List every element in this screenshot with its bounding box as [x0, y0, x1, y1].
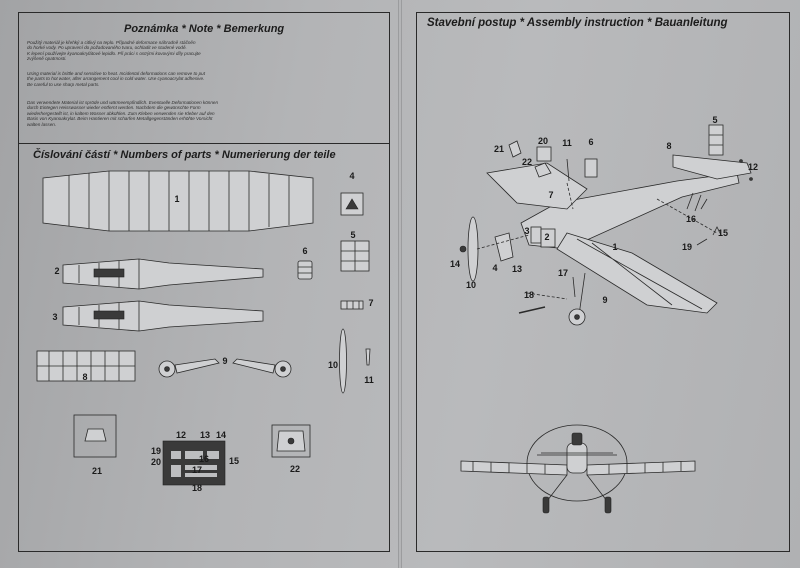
part-9-drawing: [158, 358, 292, 378]
assembly-label-12: 12: [747, 162, 759, 172]
assembly-label-5: 5: [712, 115, 718, 125]
assembly-label-20: 20: [537, 136, 549, 146]
parts-title: Číslování částí * Numbers of parts * Num…: [33, 149, 336, 161]
assembly-label-6: 6: [588, 137, 594, 147]
part-21-drawing: [73, 414, 117, 458]
paper-fold: [398, 0, 402, 568]
assembly-label-11: 11: [562, 138, 572, 148]
assembly-label-1: 1: [612, 242, 618, 252]
assembly-label-14: 14: [449, 259, 461, 269]
part-label-6: 6: [302, 246, 308, 256]
part-label-16: 16: [198, 454, 210, 464]
note-text-de: Das verwendete Material ist spröde und w…: [27, 100, 218, 127]
part-label-2: 2: [54, 266, 60, 276]
part-label-4: 4: [349, 171, 355, 181]
part-label-17: 17: [191, 465, 203, 475]
assembly-label-9: 9: [602, 295, 608, 305]
part-label-12: 12: [175, 430, 187, 440]
part-10-drawing: [339, 328, 347, 394]
part-4-drawing: [340, 192, 364, 216]
assembly-label-4: 4: [492, 263, 498, 273]
right-panel: Stavební postup * Assembly instruction *…: [416, 12, 790, 552]
part-label-18: 18: [191, 483, 203, 493]
part-1-wing-drawing: [42, 170, 314, 232]
assembly-label-16: 16: [685, 214, 697, 224]
part-label-20: 20: [150, 457, 162, 467]
assembly-label-10: 10: [465, 280, 477, 290]
assembly-label-15: 15: [717, 228, 729, 238]
assembly-label-3: 3: [524, 226, 530, 236]
part-label-5: 5: [350, 230, 356, 240]
part-3-fuselage-drawing: [62, 300, 264, 332]
assembly-label-2: 2: [544, 232, 550, 242]
assembly-drawing: [459, 124, 753, 514]
part-label-9: 9: [222, 356, 228, 366]
note-text-en: Using material is brittle and sensitive …: [27, 71, 205, 87]
assembly-label-18: 18: [523, 290, 535, 300]
part-label-13: 13: [199, 430, 211, 440]
exploded-aircraft: [459, 124, 753, 326]
left-panel: Poznámka * Note * Bemerkung Použitý mate…: [18, 12, 390, 552]
assembly-title: Stavební postup * Assembly instruction *…: [427, 17, 728, 29]
part-22-drawing: [271, 424, 311, 458]
assembly-label-22: 22: [521, 157, 533, 167]
part-label-7: 7: [368, 298, 374, 308]
part-8-drawing: [36, 350, 136, 382]
parts-drawings: [36, 170, 371, 486]
assembly-label-8: 8: [666, 141, 672, 151]
note-title: Poznámka * Note * Bemerkung: [124, 23, 285, 35]
part-label-3: 3: [52, 312, 58, 322]
part-7-drawing: [340, 300, 364, 310]
part-label-14: 14: [215, 430, 227, 440]
assembly-label-21: 21: [493, 144, 505, 154]
part-label-19: 19: [150, 446, 162, 456]
assembly-label-13: 13: [511, 264, 523, 274]
part-label-1: 1: [174, 194, 180, 204]
part-label-11: 11: [364, 375, 374, 385]
part-label-15: 15: [228, 456, 240, 466]
note-text-cz: Použitý materiál je křehký a citlivý na …: [27, 40, 201, 62]
part-5-drawing: [340, 240, 370, 272]
front-view-aircraft: [460, 424, 696, 514]
part-6-drawing: [297, 260, 313, 280]
assembly-label-17: 17: [557, 268, 569, 278]
part-label-8: 8: [82, 372, 88, 382]
part-label-22: 22: [289, 464, 301, 474]
photo-etch-fret-drawing: [162, 440, 226, 486]
assembly-label-7: 7: [548, 190, 554, 200]
part-2-fuselage-drawing: [62, 258, 264, 290]
part-label-21: 21: [91, 466, 103, 476]
part-11-drawing: [365, 348, 371, 366]
section-divider: [19, 143, 389, 144]
assembly-label-19: 19: [681, 242, 693, 252]
part-label-10: 10: [327, 360, 339, 370]
